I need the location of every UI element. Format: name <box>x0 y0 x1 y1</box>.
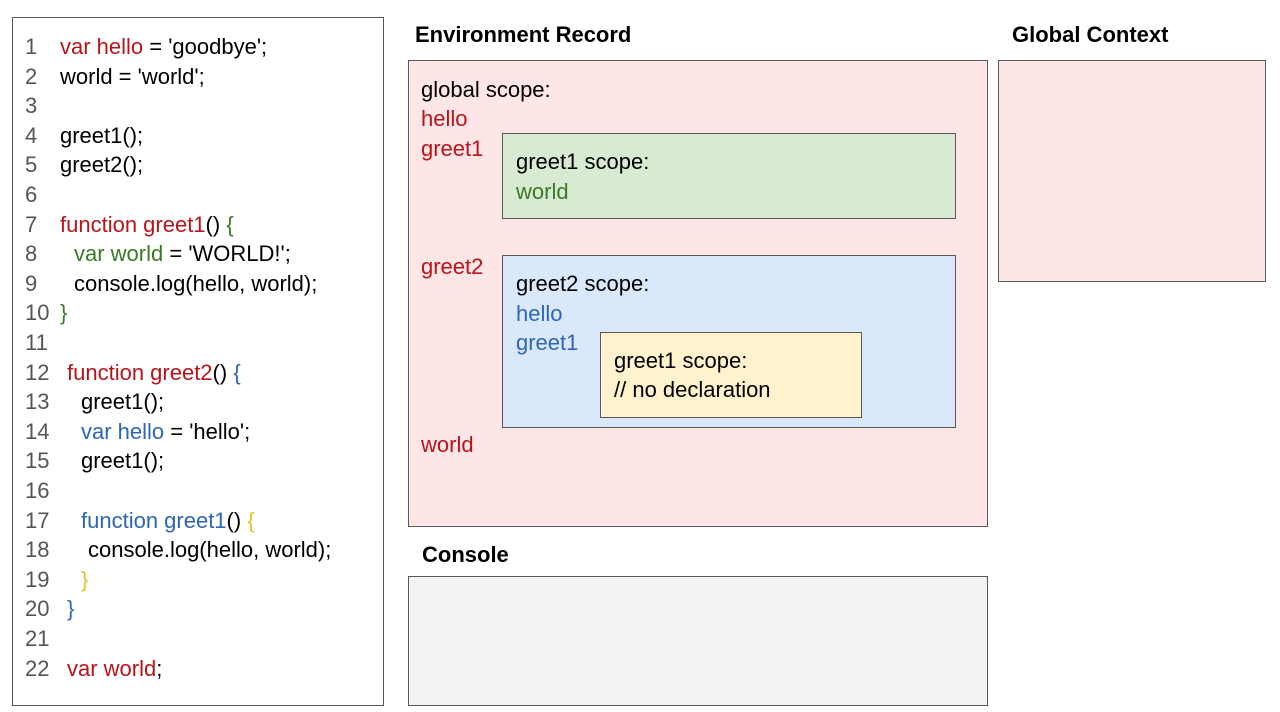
code-token: = 'WORLD!'; <box>163 241 291 267</box>
code-token: world = 'world'; <box>60 63 205 89</box>
code-text: } <box>67 594 74 624</box>
code-token: greet2(); <box>60 152 144 178</box>
code-panel: 1 var hello = 'goodbye'; 2 world = 'world';… <box>12 17 384 706</box>
code-text: var world = 'WORLD!'; <box>74 239 291 269</box>
line-number: 19 <box>25 566 50 592</box>
line-number: 5 <box>25 152 38 178</box>
line-number: 3 <box>25 93 38 119</box>
greet2-scope-var-greet1: greet1 <box>516 330 579 355</box>
inner-greet1-scope-label: greet1 scope: <box>614 348 748 373</box>
line-number: 2 <box>25 63 38 89</box>
code-token: = 'goodbye'; <box>143 34 268 59</box>
code-text: } <box>81 565 88 595</box>
global-context-box <box>998 60 1266 282</box>
line-number: 1 <box>25 34 38 59</box>
global-var-world: world <box>421 432 474 457</box>
code-token: () <box>226 507 248 533</box>
line-number: 12 <box>25 359 50 385</box>
code-token: console.log(hello, world); <box>88 537 332 563</box>
line-number: 8 <box>25 241 38 267</box>
code-token: () <box>212 359 234 385</box>
line-number: 20 <box>25 596 50 622</box>
code-text: console.log(hello, world); <box>88 535 331 565</box>
code-text: console.log(hello, world); <box>74 269 317 299</box>
line-number: 7 <box>25 211 38 237</box>
code-text: var hello = 'hello'; <box>81 417 250 447</box>
code-token: var world <box>74 241 164 267</box>
code-token: = 'hello'; <box>164 418 251 444</box>
line-number: 21 <box>25 626 50 651</box>
global-context-title: Global Context <box>1012 22 1169 47</box>
code-token: console.log(hello, world); <box>74 270 318 296</box>
code-token: greet1(); <box>81 389 165 415</box>
code-token: } <box>60 300 68 326</box>
code-text: function greet1() { <box>81 506 255 536</box>
code-text: } <box>60 298 67 328</box>
line-number: 17 <box>25 507 50 533</box>
global-scope-label: global scope: <box>421 77 551 102</box>
global-var-greet2: greet2 <box>421 254 484 279</box>
inner-greet1-scope-box <box>600 332 862 418</box>
line-number: 10 <box>25 300 50 326</box>
line-number: 16 <box>25 478 50 503</box>
code-token: { <box>247 507 255 533</box>
global-var-hello: hello <box>421 106 468 131</box>
code-text: var hello = 'goodbye'; <box>60 32 267 62</box>
code-text: greet1(); <box>81 446 164 476</box>
greet1-scope-label: greet1 scope: <box>516 149 650 174</box>
line-number: 13 <box>25 389 50 415</box>
console-title: Console <box>422 542 509 567</box>
code-token: { <box>233 359 241 385</box>
code-token: function greet1 <box>81 507 227 533</box>
code-token: var hello <box>81 418 165 444</box>
code-text: greet1(); <box>60 121 143 151</box>
environment-record-title: Environment Record <box>415 22 632 47</box>
line-number: 4 <box>25 122 38 148</box>
greet2-scope-label: greet2 scope: <box>516 271 650 296</box>
code-token: function greet2 <box>67 359 213 385</box>
line-number: 11 <box>25 330 48 355</box>
line-number: 18 <box>25 537 50 563</box>
code-token: function greet1 <box>60 211 206 237</box>
line-number: 22 <box>25 655 50 681</box>
greet1-scope-var-world: world <box>516 179 569 204</box>
code-token: var world <box>67 655 157 681</box>
code-text: greet1(); <box>81 387 164 417</box>
code-token: } <box>67 596 75 622</box>
line-number: 6 <box>25 182 38 207</box>
code-text: var world; <box>67 654 162 684</box>
code-token: greet1(); <box>60 122 144 148</box>
code-token: () <box>205 211 227 237</box>
line-number: 14 <box>25 418 50 444</box>
code-token: greet1(); <box>81 448 165 474</box>
line-number: 9 <box>25 270 38 296</box>
code-token: ; <box>156 655 163 681</box>
code-token: { <box>226 211 234 237</box>
code-text: function greet2() { <box>67 358 241 388</box>
line-number: 15 <box>25 448 50 474</box>
code-token: } <box>81 566 89 592</box>
console-output-box <box>408 576 988 706</box>
code-text: world = 'world'; <box>60 62 205 92</box>
code-token: var hello <box>60 34 144 59</box>
inner-greet1-scope-note: // no declaration <box>614 377 771 402</box>
global-var-greet1: greet1 <box>421 136 484 161</box>
greet2-scope-var-hello: hello <box>516 301 563 326</box>
code-text: greet2(); <box>60 150 143 180</box>
greet1-scope-box <box>502 133 956 219</box>
code-text: function greet1() { <box>60 210 234 240</box>
